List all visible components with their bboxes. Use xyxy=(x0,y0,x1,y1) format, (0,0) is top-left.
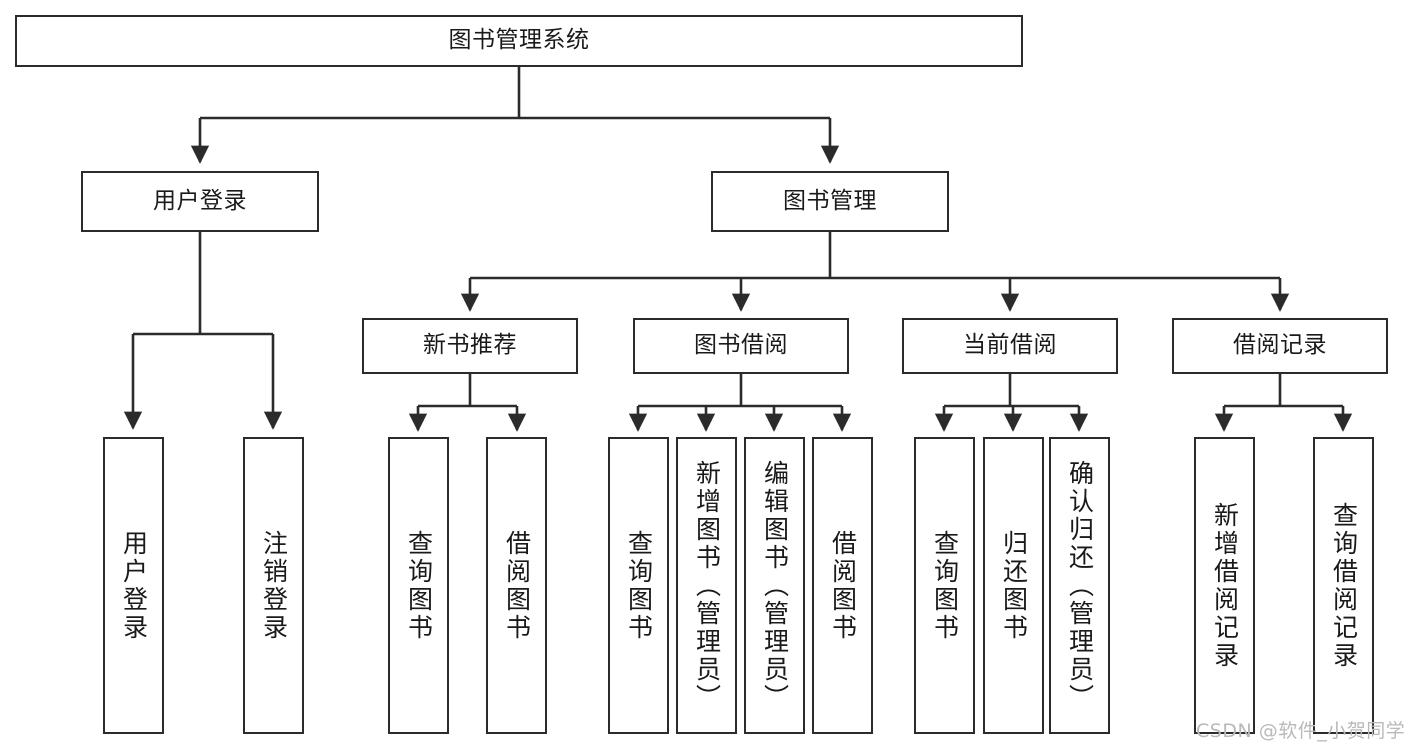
node-leaf-query-record[interactable]: 查询借阅记录 xyxy=(1313,437,1374,734)
node-leaf-user-logout[interactable]: 注销登录 xyxy=(243,437,304,734)
node-leaf-query-book-3-label: 查询图书 xyxy=(930,529,960,642)
node-new-book-recommend-label: 新书推荐 xyxy=(423,332,517,359)
node-leaf-add-book[interactable]: 新增图书（管理员） xyxy=(676,437,737,734)
node-leaf-query-record-label: 查询借阅记录 xyxy=(1329,501,1359,670)
node-leaf-edit-book[interactable]: 编辑图书（管理员） xyxy=(744,437,805,734)
node-book-borrow[interactable]: 图书借阅 xyxy=(633,318,849,374)
node-current-borrow[interactable]: 当前借阅 xyxy=(902,318,1118,374)
node-book-borrow-label: 图书借阅 xyxy=(694,332,788,359)
node-leaf-query-book-1[interactable]: 查询图书 xyxy=(388,437,449,734)
csdn-watermark: CSDN @软件_小贺同学 xyxy=(1196,720,1405,742)
node-book-manage-label: 图书管理 xyxy=(783,187,877,214)
node-leaf-user-logout-label: 注销登录 xyxy=(259,529,289,642)
node-leaf-borrow-book-1-label: 借阅图书 xyxy=(502,529,532,642)
node-leaf-query-book-1-label: 查询图书 xyxy=(404,529,434,642)
node-borrow-record-label: 借阅记录 xyxy=(1233,332,1327,359)
node-leaf-return-book-label: 归还图书 xyxy=(999,529,1029,642)
node-leaf-borrow-book-1[interactable]: 借阅图书 xyxy=(486,437,547,734)
node-user-login-label: 用户登录 xyxy=(153,187,247,214)
node-leaf-borrow-book-2[interactable]: 借阅图书 xyxy=(812,437,873,734)
node-current-borrow-label: 当前借阅 xyxy=(963,332,1057,359)
node-user-login[interactable]: 用户登录 xyxy=(81,171,319,232)
node-leaf-user-login-label: 用户登录 xyxy=(119,529,149,642)
node-leaf-return-book[interactable]: 归还图书 xyxy=(983,437,1044,734)
node-leaf-query-book-2[interactable]: 查询图书 xyxy=(608,437,669,734)
node-leaf-add-record-label: 新增借阅记录 xyxy=(1210,501,1240,670)
node-root[interactable]: 图书管理系统 xyxy=(15,15,1023,67)
node-borrow-record[interactable]: 借阅记录 xyxy=(1172,318,1388,374)
node-leaf-confirm-return-label: 确认归还（管理员） xyxy=(1065,459,1095,712)
node-book-manage[interactable]: 图书管理 xyxy=(711,171,949,232)
node-new-book-recommend[interactable]: 新书推荐 xyxy=(362,318,578,374)
node-root-label: 图书管理系统 xyxy=(448,27,590,54)
node-leaf-add-book-label: 新增图书（管理员） xyxy=(692,459,722,712)
node-leaf-add-record[interactable]: 新增借阅记录 xyxy=(1194,437,1255,734)
node-leaf-query-book-2-label: 查询图书 xyxy=(624,529,654,642)
node-leaf-user-login[interactable]: 用户登录 xyxy=(103,437,164,734)
node-leaf-query-book-3[interactable]: 查询图书 xyxy=(914,437,975,734)
node-leaf-confirm-return[interactable]: 确认归还（管理员） xyxy=(1049,437,1110,734)
node-leaf-edit-book-label: 编辑图书（管理员） xyxy=(760,459,790,712)
node-leaf-borrow-book-2-label: 借阅图书 xyxy=(828,529,858,642)
